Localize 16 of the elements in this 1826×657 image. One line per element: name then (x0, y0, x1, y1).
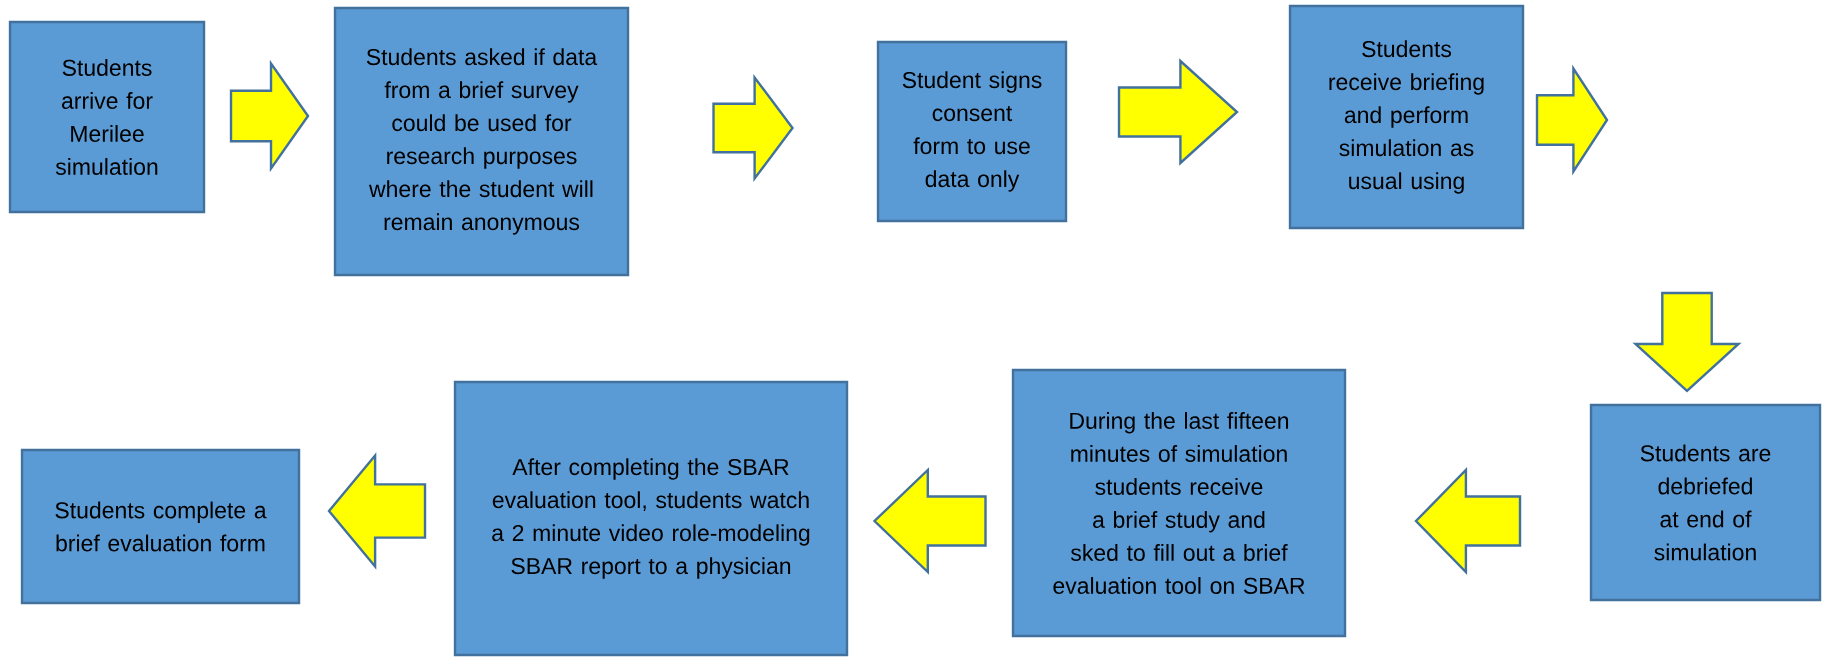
block-arrow (1414, 467, 1522, 575)
process-box: Students asked if data from a brief survey could be used for research purposes where the student will remain anonymous (333, 6, 630, 277)
block-arrow (327, 452, 427, 570)
process-box: Student signs consent form to use data only (876, 40, 1068, 223)
block-arrow (872, 467, 987, 575)
block-arrow (1632, 291, 1742, 393)
block-arrow (1117, 58, 1239, 166)
process-box: Students complete a brief evaluation form (20, 448, 301, 605)
process-box: Students are debriefed at end of simulation (1589, 403, 1822, 602)
block-arrow (1535, 64, 1609, 176)
block-arrow (229, 59, 310, 173)
process-box: During the last fifteen minutes of simulation students receive a brief study and sked to fill out a brief evaluation tool on SBAR (1011, 368, 1347, 638)
process-box: After completing the SBAR evaluation tool, students watch a 2 minute video role-modeling SBAR report to a physician (453, 380, 849, 657)
process-box: Students arrive for Merilee simulation (8, 20, 206, 214)
process-box: Students receive briefing and perform simulation as usual using (1288, 4, 1525, 230)
block-arrow (712, 73, 794, 183)
